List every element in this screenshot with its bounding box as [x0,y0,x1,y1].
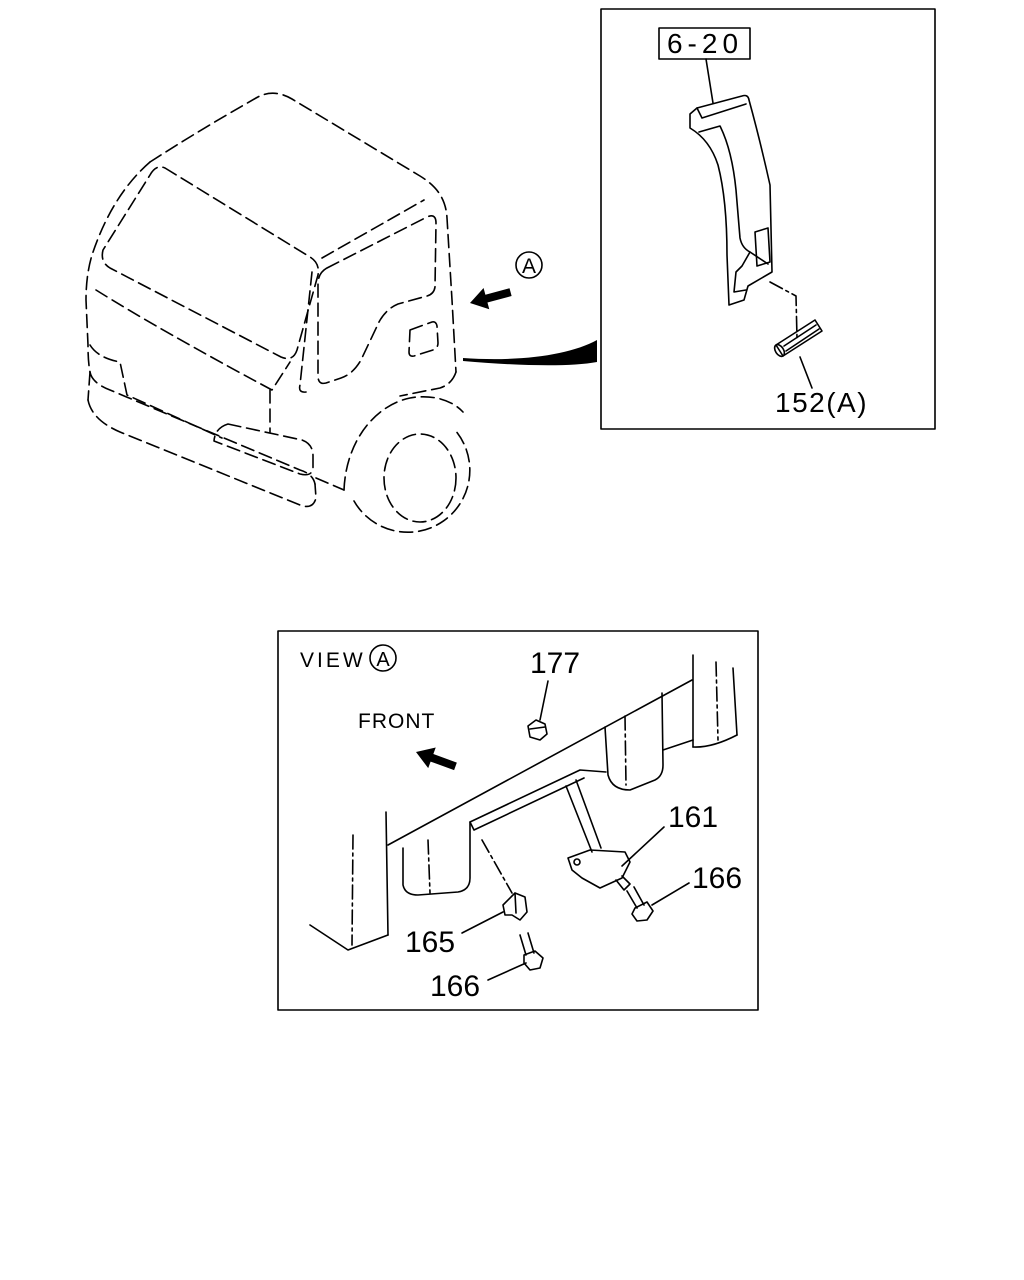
callout-label: 177 [530,647,580,680]
detail-panel: 6-20 152(A) [600,8,936,430]
callout-label: 161 [668,801,718,834]
pillar-trim-outline [689,94,773,306]
pillar-trim-inner-contour [698,125,769,293]
callout-leader [621,826,665,867]
callout-label: 166 [692,862,742,895]
detail-frame [600,8,936,430]
nut-face-line [529,726,546,730]
view-marker-circle [515,251,543,279]
callout-leader [461,911,504,934]
tire [353,429,471,534]
nut-part [527,719,548,741]
bumper-lower-edge [87,399,317,508]
clip-end [773,343,786,358]
pillar-trim-cap-line [696,103,747,119]
bumper-left-end [87,371,91,401]
view-a-title-circle [369,644,397,672]
view-a-title: VIEW [300,649,366,672]
bolt-right-head [631,901,654,922]
front-left-edge [85,161,151,373]
cab-roof-outline [149,92,457,373]
reference-leader [705,58,714,104]
reference-box [658,27,751,60]
clip-body [775,319,823,357]
windshield-lower-trim [95,289,291,391]
bracket-upper-tab [615,875,631,891]
pillar-trim-tab [754,227,771,267]
left-hanger [402,821,471,896]
callout-label: 166 [430,970,480,1003]
roof-side-rail [321,199,425,259]
clip-shading [783,324,820,352]
bracket-lower-face [514,892,517,914]
overview-arrow-shape [470,287,512,310]
part-callout-leader [799,356,813,389]
right-member-right-edge [732,667,738,736]
bumper-upper-edge [89,371,316,485]
bracket-lower-body [502,892,528,921]
view-marker-letter: A [522,255,536,278]
right-member-bottom [692,734,738,748]
detail-leader-band [463,340,597,366]
headlight [213,423,314,476]
cab-rear-lower-edge [399,371,457,397]
bracket-upper-body [567,849,631,889]
bracket-upper-hole [573,858,581,866]
view-a-title-letter: A [376,649,390,671]
left-member-centerline [351,834,354,946]
door-window [317,215,437,385]
wheel-arch [343,396,464,491]
part-fit-line [769,281,798,339]
truck-cab-illustration [85,92,471,534]
wheel-rim [383,433,457,523]
callout-label: 165 [405,926,455,959]
right-hanger [604,692,664,791]
rail-web-lower-edge [662,739,694,751]
clip-part [773,319,823,358]
right-hanger-centerline [624,715,627,786]
arrow-left-icon [470,287,512,310]
overview-view-marker: A [515,251,543,279]
windshield [101,166,320,360]
bolt-lower-part [519,932,544,971]
bracket-lower-part [502,892,528,921]
reference-box-label: 6-20 [667,28,743,59]
bolt-lower-shank [519,932,535,956]
callout-leader [487,962,527,981]
frame-rail-top-edge [387,679,693,846]
callout-leader [651,882,690,906]
pillar-trim-part [689,94,773,306]
left-member-bottom [309,924,389,951]
bracket-upper-part [567,849,631,891]
bolt-right-shank [626,886,645,909]
part-callout-label: 152(A) [775,387,868,418]
right-member-centerline [715,661,719,741]
front-direction-label: FRONT [358,710,435,733]
view-a-frame [277,630,759,1011]
front-arrow-shape [416,747,457,771]
view-a-panel: VIEW A FRONT 177 [277,630,759,1011]
bolt-right-part [626,886,654,922]
left-member-edge [385,811,389,936]
door-handle [408,321,439,357]
cab-side-lower [315,477,345,491]
a-pillar-rear-line [298,271,313,393]
arrow-left-icon [416,747,457,771]
grille-lower-edge [89,344,223,439]
lower-flange [469,769,607,831]
left-hanger-centerline [427,839,431,894]
callout-leader [539,680,549,721]
bracket-lower-fit-line [481,839,513,894]
bolt-lower-head [523,950,544,971]
nut-body [527,719,548,741]
bracket-stud [565,779,602,853]
